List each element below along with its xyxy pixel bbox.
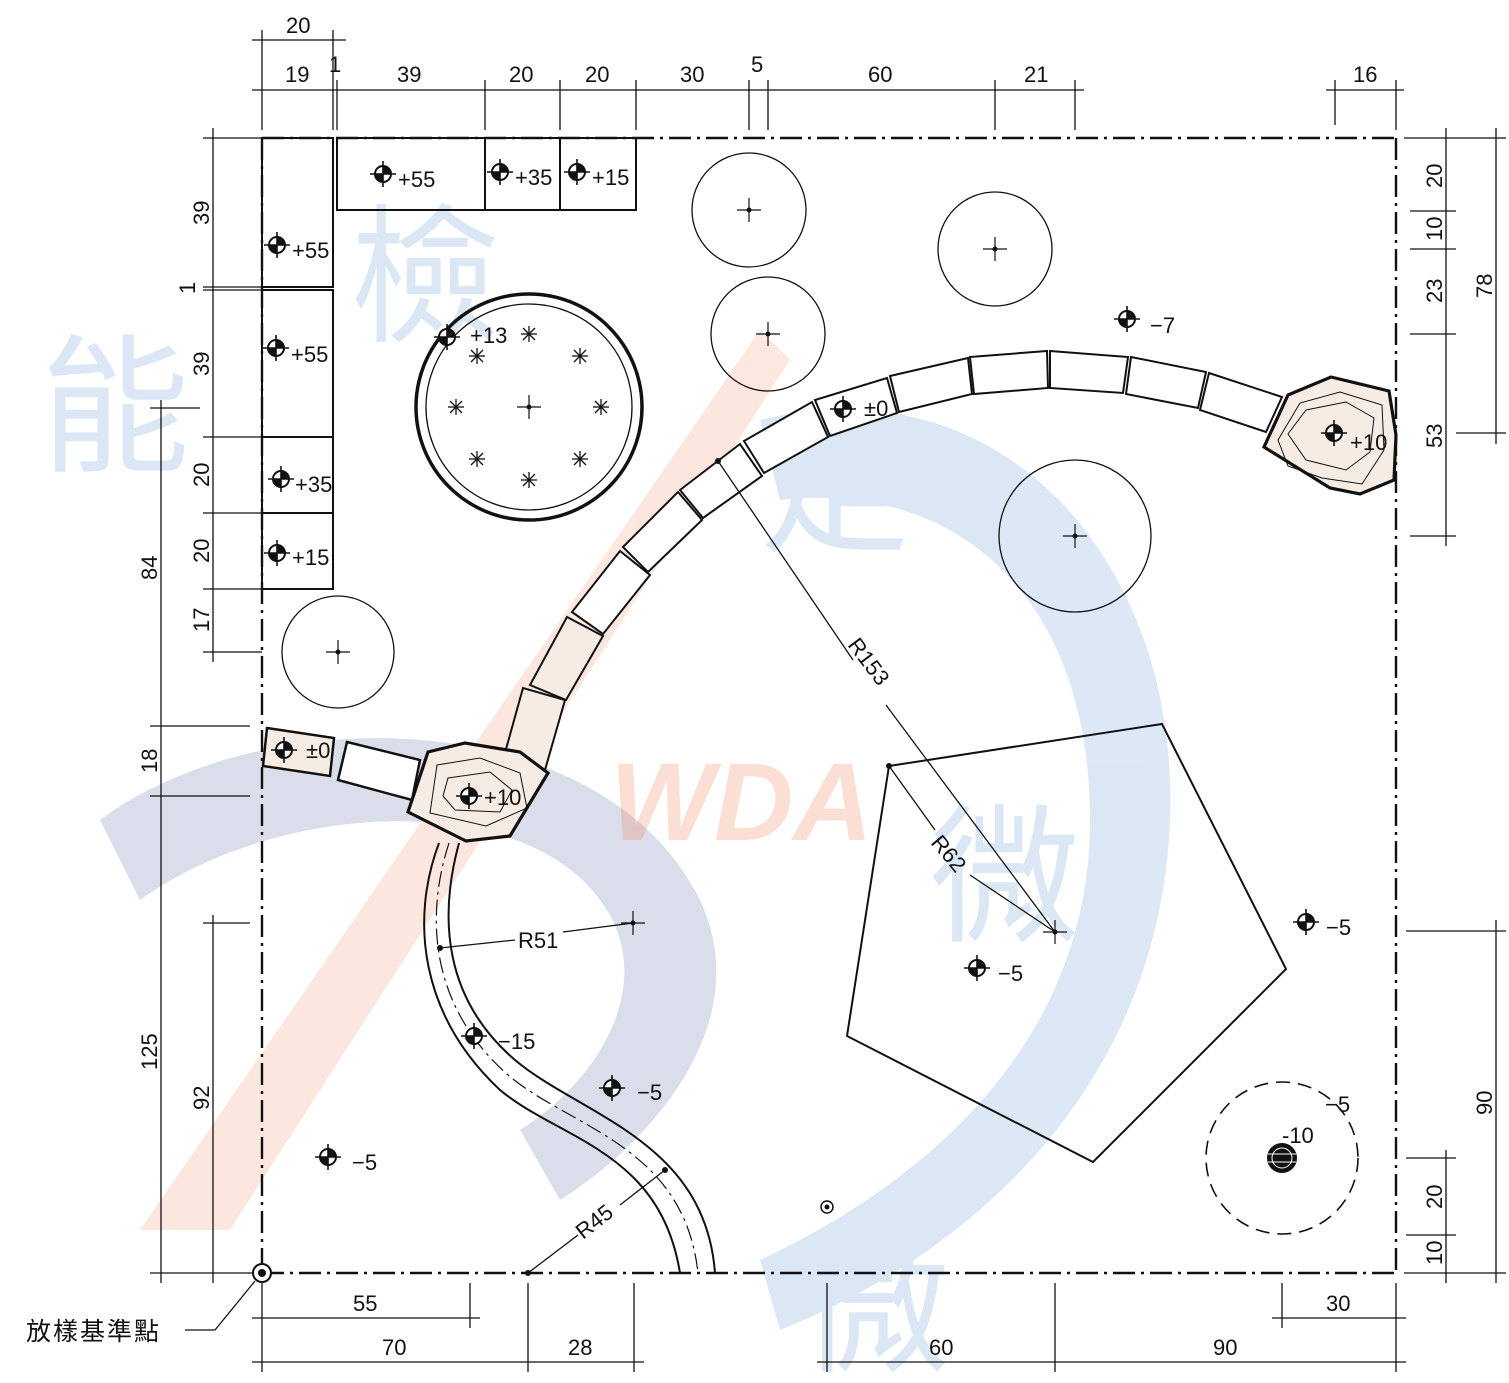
dim-top-20b: 20 — [509, 62, 533, 87]
level-left-step-2: +55 — [291, 342, 328, 367]
feature-rock-left — [406, 741, 551, 843]
dim-bottom-70: 70 — [382, 1335, 406, 1360]
level-arc-path: ±0 — [864, 396, 888, 421]
level-pond: +13 — [470, 323, 507, 348]
dim-left-18: 18 — [137, 749, 162, 773]
dimension-lines-top — [252, 30, 1404, 130]
dim-top-19: 19 — [285, 62, 309, 87]
dim-left-1: 1 — [175, 282, 200, 294]
reference-point-marker — [185, 1263, 272, 1331]
dim-right-20b: 20 — [1422, 1185, 1447, 1209]
dim-top-39: 39 — [397, 62, 421, 87]
dim-right-10b: 10 — [1422, 1241, 1447, 1265]
level-drain-ring: −5 — [1325, 1092, 1350, 1117]
dim-top-16: 16 — [1353, 62, 1377, 87]
level-left-step-4: +15 — [292, 545, 329, 570]
watermark-glyph: 檢 — [350, 192, 500, 366]
dim-bottom-30: 30 — [1326, 1291, 1350, 1316]
dimension-lines-bottom — [252, 1283, 1406, 1372]
dim-right-20a: 20 — [1422, 164, 1447, 188]
level-pentagon: −5 — [998, 961, 1023, 986]
level-bottom-left: −5 — [352, 1150, 377, 1175]
dim-left-92: 92 — [189, 1086, 214, 1110]
radius-label-r45: R45 — [571, 1199, 618, 1244]
dim-right-78: 78 — [1472, 274, 1497, 298]
dim-left-125: 125 — [137, 1033, 162, 1070]
dim-left-39b: 39 — [189, 352, 214, 376]
level-drain: -10 — [1282, 1123, 1314, 1148]
reference-point-label: 放樣基準點 — [26, 1317, 161, 1346]
watermark-glyph: 微 — [930, 792, 1080, 966]
level-rock-left: +10 — [484, 785, 521, 810]
dim-right-10a: 10 — [1422, 217, 1447, 241]
level-rock-right: +10 — [1350, 430, 1387, 455]
dim-left-84: 84 — [137, 556, 162, 580]
survey-marker — [820, 1200, 834, 1214]
dim-left-39a: 39 — [189, 201, 214, 225]
dim-top-30: 30 — [680, 62, 704, 87]
dim-left-20b: 20 — [189, 539, 214, 563]
dim-right-90: 90 — [1472, 1091, 1497, 1115]
dimension-lines-left — [150, 128, 262, 1283]
watermark-text: WDA — [610, 741, 873, 864]
step-blocks — [261, 137, 637, 590]
arc-stepping-stones — [501, 349, 1284, 772]
dimension-lines-right — [1404, 128, 1506, 1283]
dim-top-20c: 20 — [585, 62, 609, 87]
dim-bottom-28: 28 — [568, 1335, 592, 1360]
level-left-step-3: +35 — [295, 472, 332, 497]
left-path-stones — [261, 726, 422, 802]
round-planter — [414, 292, 644, 522]
pentagon-lawn — [845, 722, 1288, 1164]
radius-label-r51: R51 — [518, 928, 558, 953]
radius-lines — [437, 458, 1068, 1276]
level-top-step-2: +35 — [515, 165, 552, 190]
level-left-step-1: +55 — [292, 238, 329, 263]
trees — [281, 152, 1152, 709]
dim-right-53: 53 — [1422, 424, 1447, 448]
level-top-step-1: +55 — [398, 167, 435, 192]
dim-bottom-55: 55 — [353, 1291, 377, 1316]
level-right-area: −5 — [1326, 915, 1351, 940]
watermark-glyph: 微 — [800, 1222, 950, 1383]
dim-top-20: 20 — [286, 13, 310, 38]
dim-top-60: 60 — [868, 62, 892, 87]
drain — [1205, 1081, 1359, 1235]
dim-left-17: 17 — [189, 608, 214, 632]
dim-top-5: 5 — [751, 52, 763, 77]
level-top-step-3: +15 — [592, 165, 629, 190]
dim-top-1: 1 — [329, 52, 341, 77]
dim-top-21: 21 — [1024, 62, 1048, 87]
dim-bottom-60: 60 — [929, 1335, 953, 1360]
watermark-glyph: 能 — [40, 322, 190, 496]
level-tree-top: −7 — [1150, 313, 1175, 338]
dim-left-20a: 20 — [189, 463, 214, 487]
level-swale-mid: −5 — [637, 1080, 662, 1105]
dim-bottom-90: 90 — [1213, 1335, 1237, 1360]
level-swale-top: −15 — [498, 1029, 535, 1054]
dim-right-23: 23 — [1422, 279, 1447, 303]
level-path-start: ±0 — [306, 738, 330, 763]
radius-label-r153: R153 — [843, 633, 895, 690]
